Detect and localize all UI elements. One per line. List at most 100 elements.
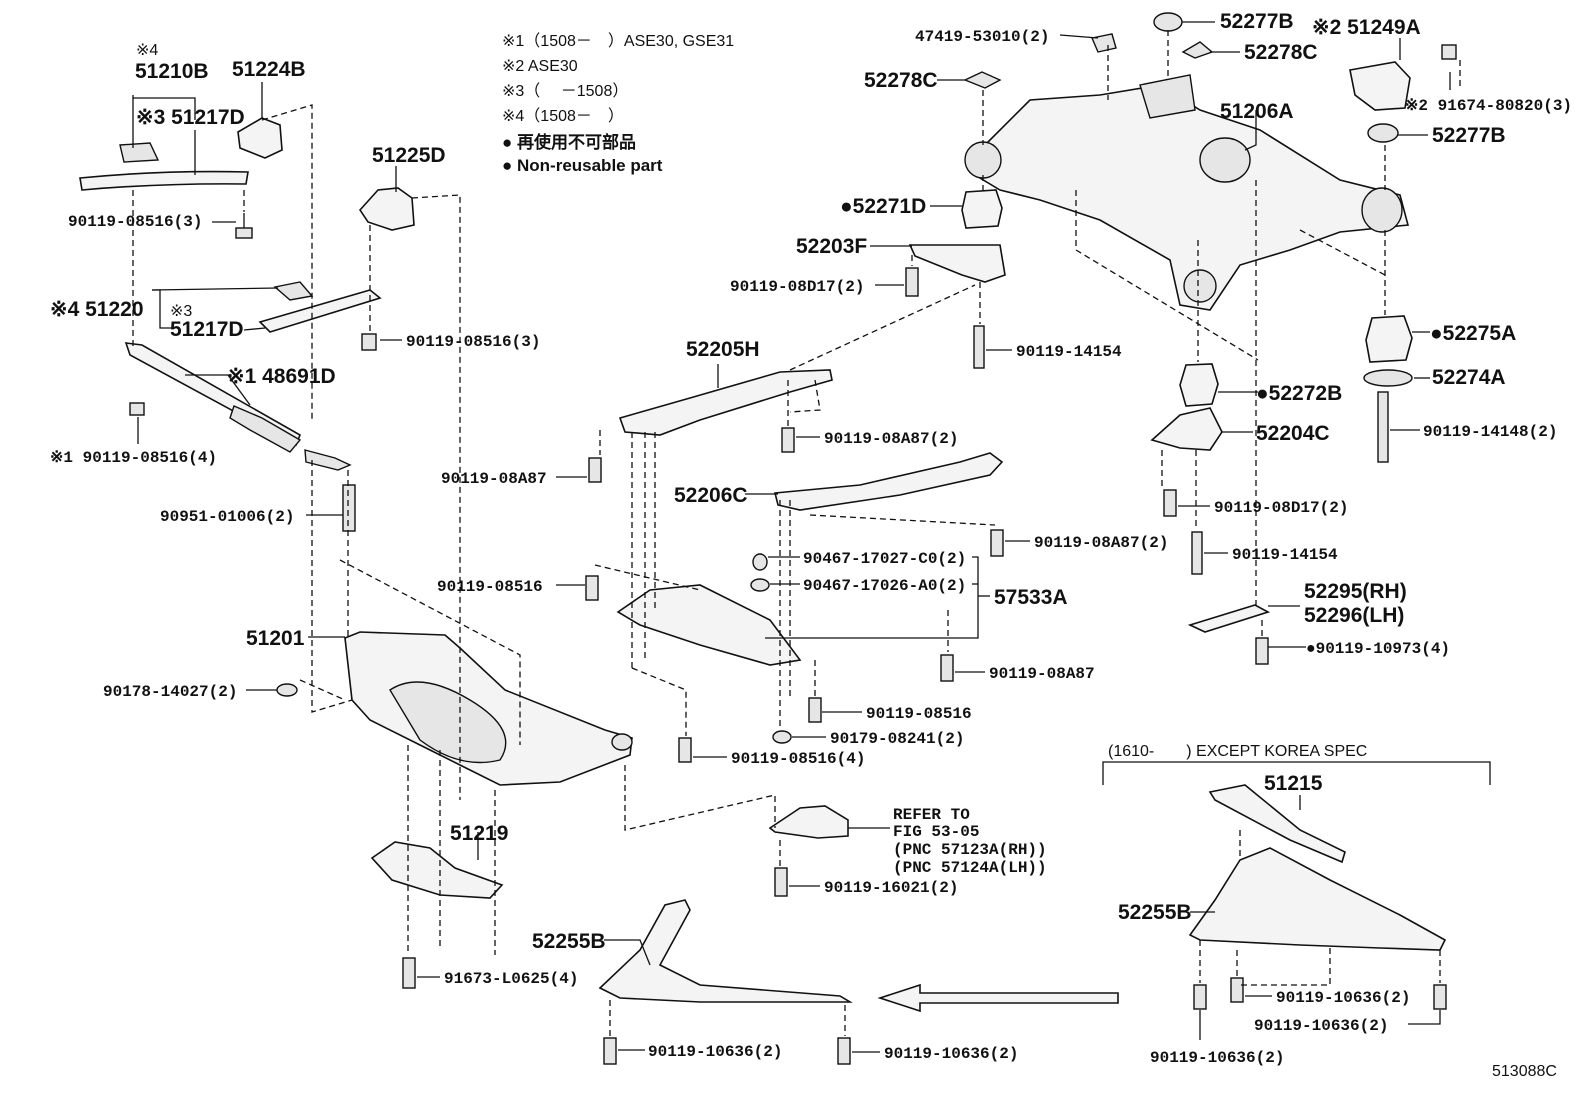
label-52275A[interactable]: ●52275A bbox=[1430, 322, 1516, 345]
part-51206A-subframe[interactable] bbox=[964, 74, 1410, 311]
label-51220[interactable]: ※4 51220 bbox=[50, 298, 144, 321]
bolt-90119-08516-d[interactable] bbox=[808, 697, 822, 723]
part-51201-crossmember[interactable] bbox=[344, 631, 633, 786]
label-51217D-a[interactable]: ※3 51217D bbox=[136, 106, 245, 129]
part-52278C-top[interactable] bbox=[1181, 41, 1214, 59]
bolt-90951-01006[interactable] bbox=[342, 484, 356, 532]
label-90119-10636-c[interactable]: 90119-10636(2) bbox=[1276, 989, 1410, 1007]
label-90119-08A87-a[interactable]: 90119-08A87 bbox=[441, 470, 547, 488]
label-90119-08A87-2a[interactable]: 90119-08A87(2) bbox=[824, 430, 958, 448]
label-90119-08516-3b[interactable]: 90119-08516(3) bbox=[406, 333, 540, 351]
bolt-90119-08A87-2a[interactable] bbox=[781, 427, 795, 453]
label-90119-14154-b[interactable]: 90119-14154 bbox=[1232, 546, 1338, 564]
label-52272B[interactable]: ●52272B bbox=[1256, 382, 1342, 405]
bolt-90119-10636-d[interactable] bbox=[1433, 984, 1447, 1010]
label-90467-17027[interactable]: 90467-17027-C0(2) bbox=[803, 550, 966, 568]
label-52255B-main[interactable]: 52255B bbox=[532, 930, 606, 953]
bolt-91673-L0625[interactable] bbox=[402, 957, 416, 989]
bolt-90119-14154-b[interactable] bbox=[1191, 531, 1203, 575]
label-52295[interactable]: 52295(RH) bbox=[1304, 580, 1407, 603]
label-51219[interactable]: 51219 bbox=[450, 822, 508, 845]
label-90119-10636-b[interactable]: 90119-10636(2) bbox=[884, 1045, 1018, 1063]
label-47419-53010[interactable]: 47419-53010(2) bbox=[915, 28, 1049, 46]
clip-90179-08241[interactable] bbox=[772, 730, 792, 744]
part-52271D-bushing[interactable] bbox=[961, 189, 1003, 229]
label-52296[interactable]: 52296(LH) bbox=[1304, 604, 1404, 627]
bolt-90119-10636-e[interactable] bbox=[1193, 984, 1207, 1010]
bolt-47419-53010[interactable] bbox=[1091, 33, 1117, 53]
label-51249A[interactable]: ※2 51249A bbox=[1312, 16, 1421, 39]
bolt-90119-10636-a[interactable] bbox=[603, 1037, 617, 1065]
part-51215-member[interactable] bbox=[1208, 784, 1346, 864]
label-48691D[interactable]: ※1 48691D bbox=[227, 365, 336, 388]
part-52272B-bushing[interactable] bbox=[1179, 363, 1219, 407]
part-51249A-bracket[interactable] bbox=[1349, 61, 1411, 111]
label-90119-16021[interactable]: 90119-16021(2) bbox=[824, 879, 958, 897]
part-52275A-bushing[interactable] bbox=[1365, 315, 1413, 363]
part-51217D-stabilizer-bar[interactable] bbox=[79, 142, 249, 191]
label-90119-10636-a[interactable]: 90119-10636(2) bbox=[648, 1043, 782, 1061]
bolt-90119-08A87-2b[interactable] bbox=[990, 529, 1004, 557]
bolt-90119-10973[interactable] bbox=[1255, 637, 1269, 665]
label-52255B-variant[interactable]: 52255B bbox=[1118, 901, 1192, 924]
label-91674-80820[interactable]: ※2 91674-80820(3) bbox=[1405, 97, 1572, 115]
bolt-91674-80820[interactable] bbox=[1441, 44, 1457, 60]
label-90178-14027[interactable]: 90178-14027(2) bbox=[103, 683, 237, 701]
label-90119-08D17-a[interactable]: 90119-08D17(2) bbox=[730, 278, 864, 296]
label-52206C[interactable]: 52206C bbox=[674, 484, 748, 507]
part-52295-plate[interactable] bbox=[1187, 604, 1271, 633]
part-51219-plate[interactable] bbox=[370, 841, 504, 899]
part-52206C-member[interactable] bbox=[773, 452, 1004, 511]
part-52255B-variant-brace[interactable] bbox=[1188, 847, 1447, 951]
label-51206A[interactable]: 51206A bbox=[1220, 100, 1294, 123]
label-52274A[interactable]: 52274A bbox=[1432, 366, 1506, 389]
label-52271D[interactable]: ●52271D bbox=[840, 195, 926, 218]
bolt-90119-08A87-b[interactable] bbox=[940, 654, 954, 682]
label-51201[interactable]: 51201 bbox=[246, 627, 305, 650]
label-90119-08A87-2b[interactable]: 90119-08A87(2) bbox=[1034, 534, 1168, 552]
bolt-90119-08516-4b[interactable] bbox=[678, 737, 692, 763]
bolt-90119-08516-c[interactable] bbox=[585, 575, 599, 601]
label-90467-17026[interactable]: 90467-17026-A0(2) bbox=[803, 577, 966, 595]
label-57533A[interactable]: 57533A bbox=[994, 586, 1068, 609]
label-52278C-top[interactable]: 52278C bbox=[1244, 41, 1318, 64]
label-51215[interactable]: 51215 bbox=[1264, 772, 1323, 795]
bolt-90119-08516-3b[interactable] bbox=[361, 333, 377, 351]
part-57533A-undercover[interactable] bbox=[616, 553, 802, 666]
label-52277B-r[interactable]: 52277B bbox=[1432, 124, 1506, 147]
label-90119-08516-c[interactable]: 90119-08516 bbox=[437, 578, 543, 596]
label-90119-08516-4a[interactable]: ※1 90119-08516(4) bbox=[50, 449, 217, 467]
label-51217D-b[interactable]: 51217D bbox=[170, 318, 244, 341]
bolt-90119-10636-b[interactable] bbox=[837, 1037, 851, 1065]
refer-line-2[interactable]: FIG 53-05 bbox=[893, 823, 979, 841]
label-90119-10636-e[interactable]: 90119-10636(2) bbox=[1150, 1049, 1284, 1067]
label-51210B[interactable]: 51210B bbox=[135, 60, 209, 83]
bolt-90119-08D17-b[interactable] bbox=[1163, 489, 1177, 517]
bolt-90119-14148[interactable] bbox=[1377, 391, 1389, 463]
bolt-90119-10636-c[interactable] bbox=[1230, 977, 1244, 1003]
bolt-90119-08516-4a[interactable] bbox=[129, 402, 145, 416]
label-52277B-top[interactable]: 52277B bbox=[1220, 10, 1294, 33]
label-52204C[interactable]: 52204C bbox=[1256, 422, 1330, 445]
part-52203F-bracket[interactable] bbox=[908, 244, 1006, 283]
part-51217D-reinforcement[interactable] bbox=[258, 289, 382, 333]
bolt-90119-14154-a[interactable] bbox=[973, 325, 985, 369]
label-91673-L0625[interactable]: 91673-L0625(4) bbox=[444, 970, 578, 988]
label-90119-10973[interactable]: ●90119-10973(4) bbox=[1306, 640, 1450, 658]
bolt-90178-14027[interactable] bbox=[276, 683, 298, 697]
part-52205H-member[interactable] bbox=[618, 369, 833, 436]
part-51225D-bracket[interactable] bbox=[358, 187, 415, 231]
label-90119-08D17-b[interactable]: 90119-08D17(2) bbox=[1214, 499, 1348, 517]
label-52205H[interactable]: 52205H bbox=[686, 338, 760, 361]
bolt-90119-08516-3a[interactable] bbox=[235, 213, 253, 239]
bolt-90119-08A87-a[interactable] bbox=[588, 457, 602, 483]
label-90119-10636-d[interactable]: 90119-10636(2) bbox=[1254, 1017, 1388, 1035]
label-90119-08516-4b[interactable]: 90119-08516(4) bbox=[731, 750, 865, 768]
part-48691D-strut[interactable] bbox=[124, 342, 352, 471]
part-52274A-washer[interactable] bbox=[1363, 369, 1413, 387]
label-90119-08516-d[interactable]: 90119-08516 bbox=[866, 705, 972, 723]
label-52203F[interactable]: 52203F bbox=[796, 235, 867, 258]
part-52277B-top[interactable] bbox=[1153, 12, 1183, 32]
bolt-90119-08D17-a[interactable] bbox=[905, 267, 919, 297]
label-90119-08A87-b[interactable]: 90119-08A87 bbox=[989, 665, 1095, 683]
